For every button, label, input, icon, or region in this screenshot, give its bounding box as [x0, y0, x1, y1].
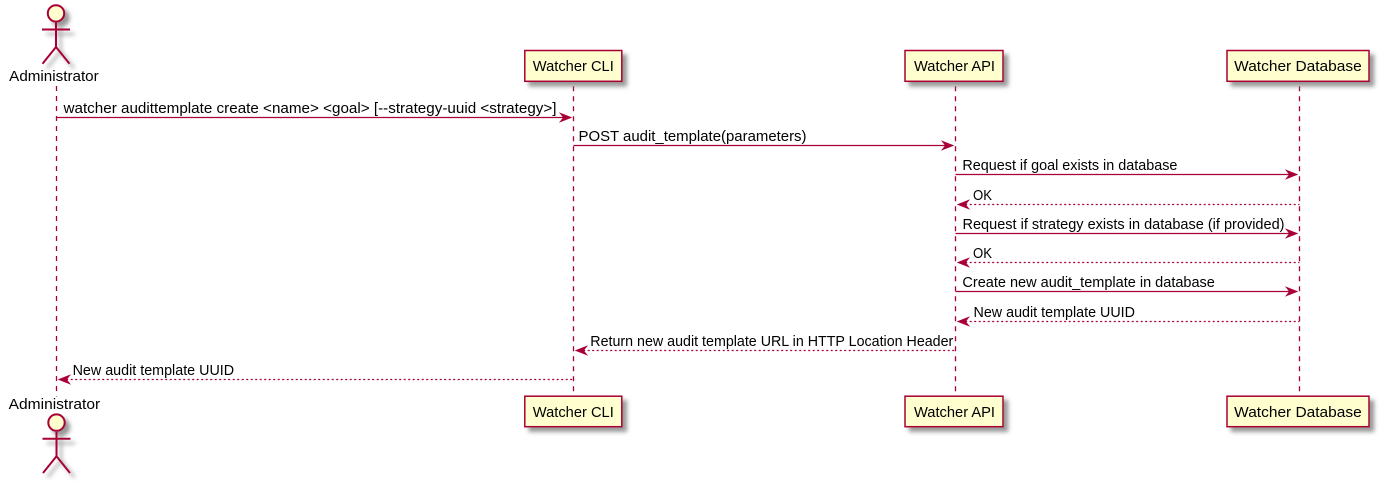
svg-text:Watcher CLI: Watcher CLI [533, 58, 614, 75]
svg-text:Request if strategy exists in: Request if strategy exists in database (… [963, 216, 1285, 233]
svg-text:POST audit_template(parameters: POST audit_template(parameters) [579, 128, 807, 145]
svg-text:Create new audit_template in d: Create new audit_template in database [962, 274, 1215, 291]
svg-text:Watcher Database: Watcher Database [1234, 404, 1362, 421]
svg-text:OK: OK [973, 187, 992, 204]
svg-text:New audit template UUID: New audit template UUID [974, 304, 1136, 321]
svg-text:Administrator: Administrator [9, 68, 99, 85]
svg-text:Watcher CLI: Watcher CLI [533, 404, 614, 421]
svg-text:Watcher API: Watcher API [914, 404, 995, 421]
svg-text:Request if goal exists in data: Request if goal exists in database [962, 157, 1177, 174]
svg-text:watcher audittemplate create <: watcher audittemplate create <name> <goa… [62, 100, 556, 117]
svg-text:Administrator: Administrator [9, 396, 101, 413]
svg-text:Return new audit template URL: Return new audit template URL in HTTP Lo… [590, 333, 953, 350]
svg-text:Watcher Database: Watcher Database [1234, 58, 1362, 75]
svg-text:OK: OK [973, 245, 992, 262]
svg-text:Watcher API: Watcher API [914, 58, 995, 75]
svg-text:New audit template UUID: New audit template UUID [73, 362, 235, 379]
